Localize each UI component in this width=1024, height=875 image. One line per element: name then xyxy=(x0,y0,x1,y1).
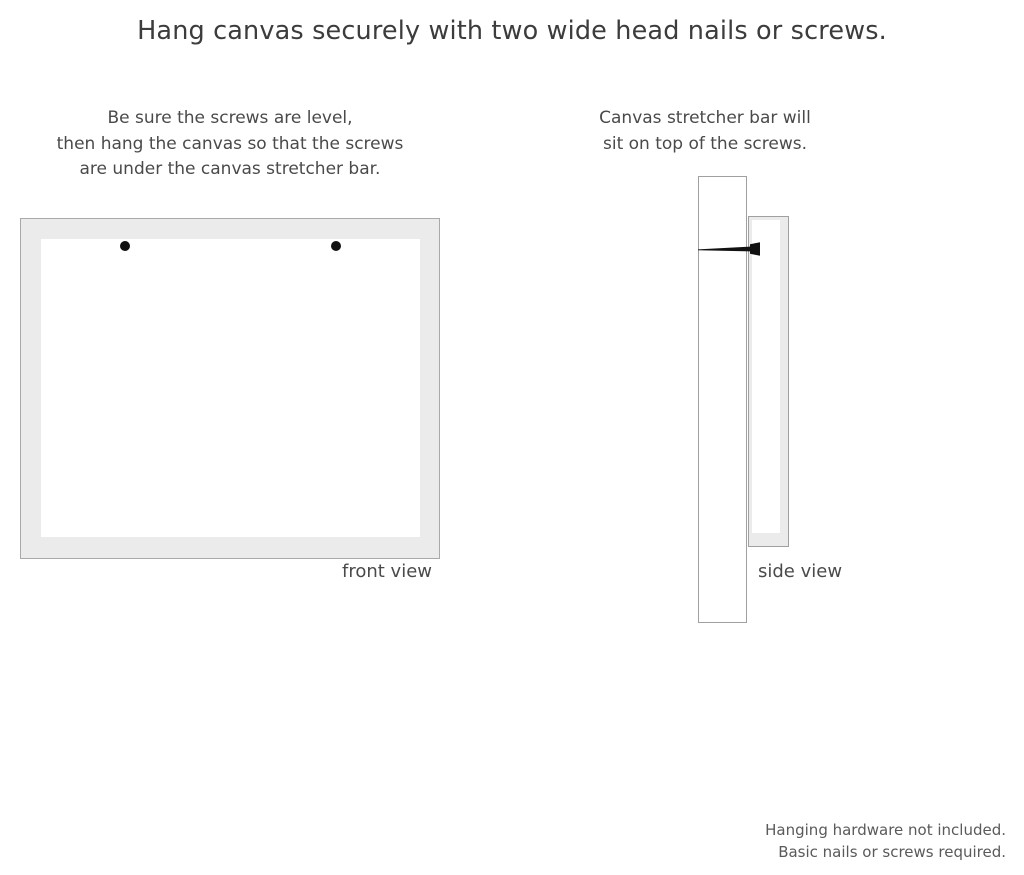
front-view-caption: Be sure the screws are level, then hang … xyxy=(20,106,440,183)
footnote: Hanging hardware not included. Basic nai… xyxy=(765,819,1006,863)
left-screw-icon xyxy=(120,241,130,251)
canvas-side-face xyxy=(752,220,780,533)
right-screw-icon xyxy=(331,241,341,251)
side-view-caption: Canvas stretcher bar will sit on top of … xyxy=(570,106,840,157)
canvas-frame-outer xyxy=(20,218,440,559)
front-view-illustration xyxy=(20,218,440,559)
side-view-caption-line-1: Canvas stretcher bar will xyxy=(599,108,811,128)
front-view-label: front view xyxy=(342,561,432,582)
footnote-line-2: Basic nails or screws required. xyxy=(778,843,1006,861)
side-view-illustration xyxy=(698,176,790,624)
footnote-line-1: Hanging hardware not included. xyxy=(765,821,1006,839)
front-view-caption-line-2: then hang the canvas so that the screws xyxy=(56,133,404,154)
side-view-label: side view xyxy=(758,561,843,582)
canvas-face xyxy=(41,239,420,537)
front-view-caption-line-1: Be sure the screws are level, xyxy=(107,108,353,128)
side-view-caption-line-2: sit on top of the screws. xyxy=(602,133,808,154)
front-view-caption-line-3: are under the canvas stretcher bar. xyxy=(79,159,381,179)
page-title: Hang canvas securely with two wide head … xyxy=(137,16,887,46)
nail-icon xyxy=(698,242,760,256)
